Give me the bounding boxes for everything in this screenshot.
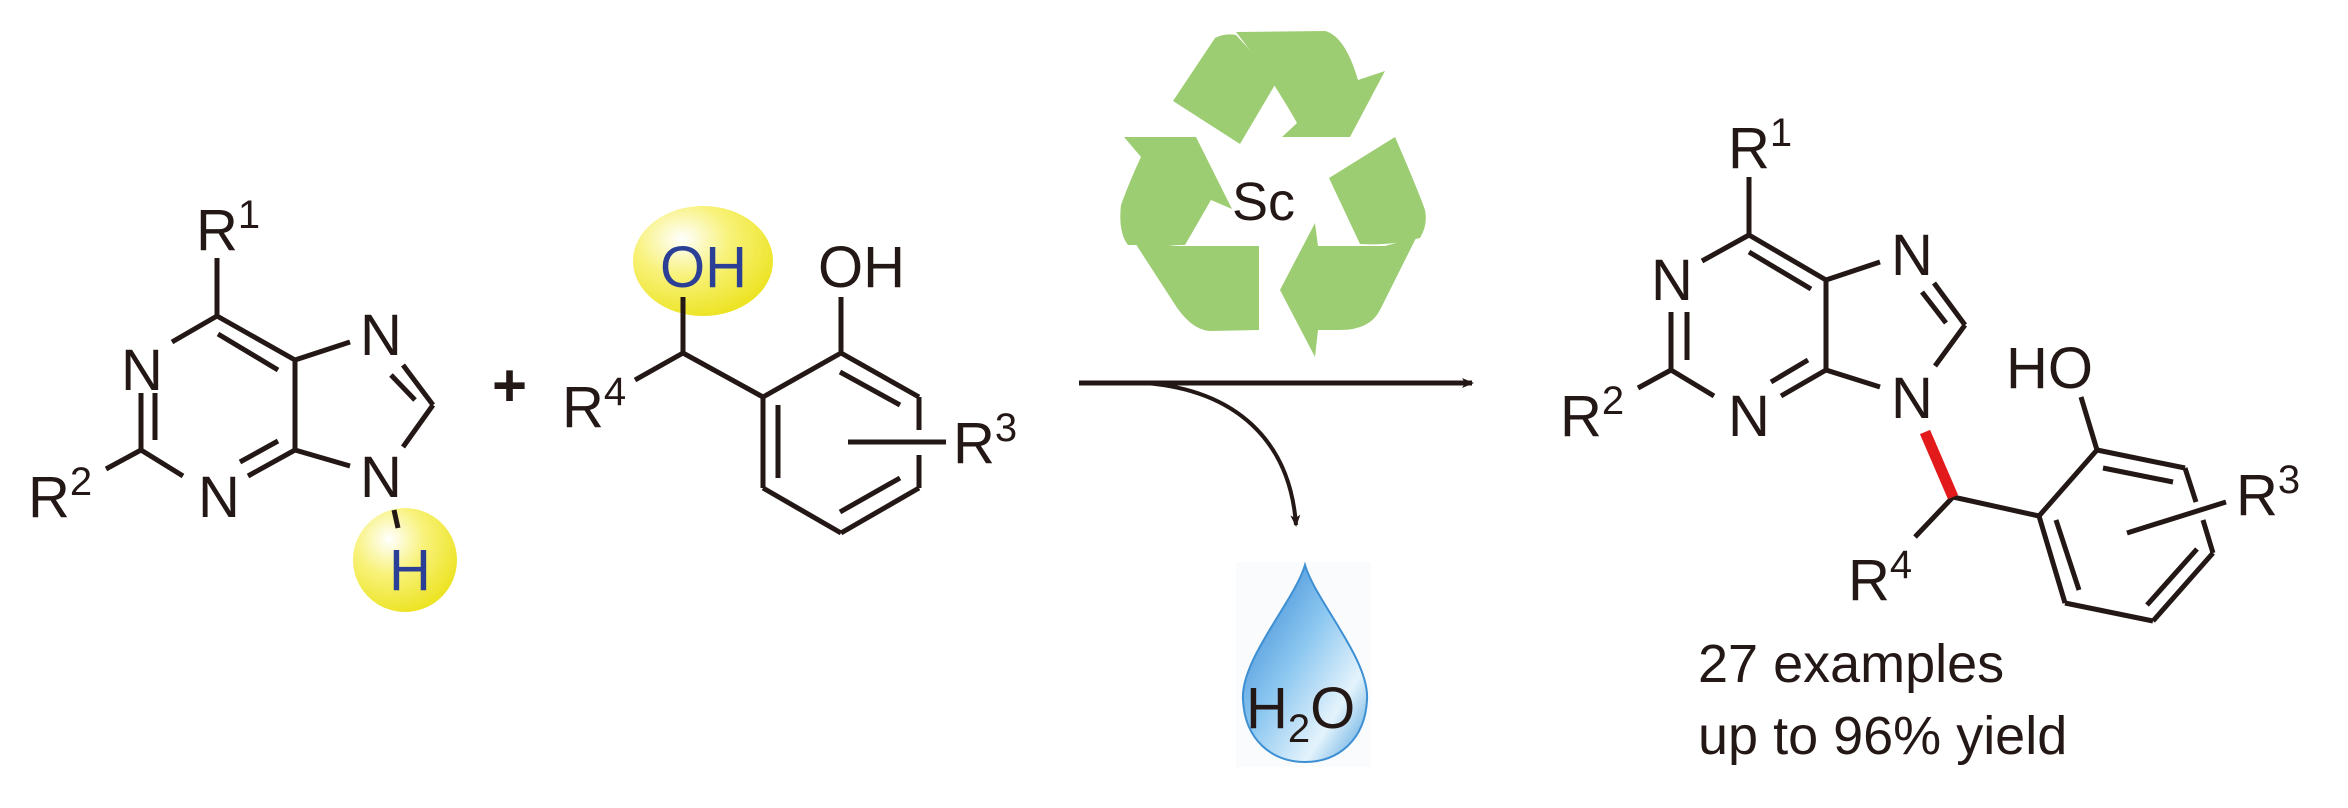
new-cn-bond [1919, 429, 1959, 500]
reactant-benzyl-alcohol: OH OH R4 R3 [562, 206, 1017, 536]
product-r1-label: R1 [1728, 111, 1792, 181]
plus-sign: + [492, 352, 527, 419]
product-r4-label: R4 [1848, 543, 1912, 613]
n9-label: N [360, 445, 402, 510]
recycle-icon [1120, 31, 1426, 357]
oh-reactive-label: OH [660, 235, 747, 300]
catalyst-label: Sc [1232, 172, 1295, 232]
oh-highlight [633, 206, 773, 316]
product-n1-label: N [1651, 248, 1693, 313]
n3-label: N [198, 465, 240, 530]
n7-label: N [360, 303, 402, 368]
alcohol-bonds [633, 297, 946, 536]
purine-bonds [104, 258, 436, 529]
product-r3-label: R3 [2236, 458, 2300, 528]
water-drop-icon [1236, 561, 1371, 767]
water-label: H2O [1246, 676, 1355, 751]
product-bonds [1636, 177, 2227, 624]
h-label: H [389, 538, 431, 603]
product: R1 N N N N R2 HO R4 R3 [1560, 111, 2300, 624]
product-ho-label: HO [2006, 336, 2093, 401]
r3-label: R3 [953, 406, 1017, 476]
reactant-purine: R1 N N N N R2 H [28, 193, 457, 612]
examples-count: 27 examples [1698, 634, 2004, 694]
oh-phenol-label: OH [818, 235, 905, 300]
product-n9-label: N [1891, 366, 1933, 431]
product-r2-label: R2 [1560, 379, 1624, 449]
r4-label: R4 [562, 370, 626, 440]
r1-label: R1 [196, 193, 260, 263]
byproduct-arrow [1144, 381, 1301, 527]
product-n7-label: N [1891, 223, 1933, 288]
product-n3-label: N [1728, 384, 1770, 449]
nh-highlight [353, 508, 457, 612]
n1-label: N [121, 338, 163, 403]
max-yield: up to 96% yield [1698, 706, 2067, 766]
r2-label: R2 [28, 460, 92, 530]
